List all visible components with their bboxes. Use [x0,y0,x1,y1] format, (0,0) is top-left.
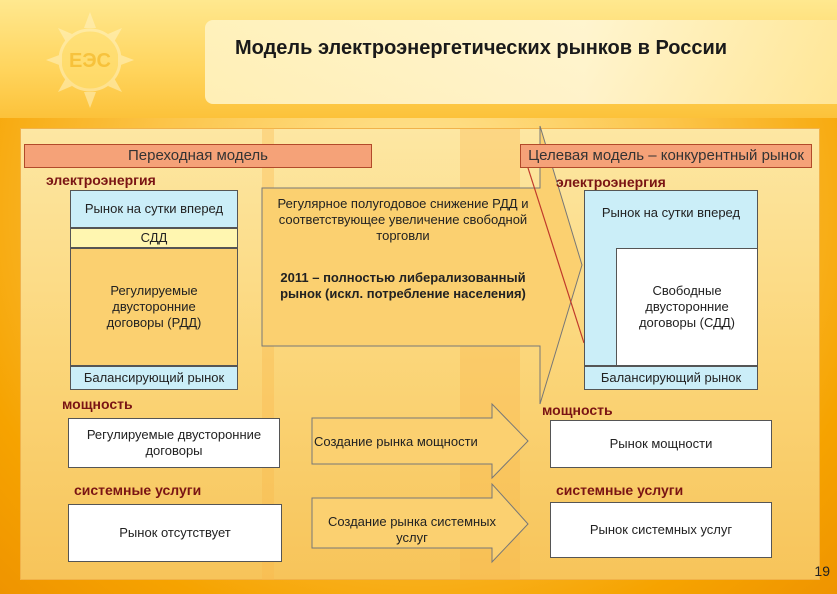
left-sdd-box: СДД [70,228,238,248]
left-regulated-contracts-box: Регулируемые двусторонние договоры (РДД) [70,248,238,366]
left-electricity-label: электроэнергия [46,172,156,188]
title-panel [205,20,837,104]
svg-text:ЕЭС: ЕЭС [69,50,111,72]
slide-title: Модель электроэнергетических рынков в Ро… [235,37,728,59]
left-capacity-label: мощность [62,396,133,412]
services-arrow [311,482,529,564]
target-model-banner: Целевая модель – конкурентный рынок [520,144,812,168]
right-capacity-box: Рынок мощности [550,420,772,468]
capacity-arrow-text: Создание рынка мощности [314,434,478,449]
right-free-contracts-box: Свободные двусторонние договоры (СДД) [616,248,758,366]
left-capacity-box: Регулируемые двусторонние договоры [68,418,280,468]
big-arrow-text-1: Регулярное полугодовое снижение РДД и со… [277,196,529,243]
transitional-model-banner: Переходная модель [24,144,372,168]
right-system-services-label: системные услуги [556,482,684,498]
right-electricity-label: электроэнергия [556,174,666,190]
left-balancing-box: Балансирующий рынок [70,366,238,390]
big-transition-arrow [261,125,583,405]
right-capacity-label: мощность [542,402,613,418]
services-arrow-text: Создание рынка системных услуг [327,514,497,545]
right-balancing-box: Балансирующий рынок [584,366,758,390]
big-arrow-text-2: 2011 – полностью либерализованный рынок … [280,270,526,301]
left-system-services-label: системные услуги [74,482,202,498]
capacity-arrow [311,402,529,480]
page-number: 19 [814,563,830,579]
right-system-services-box: Рынок системных услуг [550,502,772,558]
left-system-services-box: Рынок отсутствует [68,504,282,562]
left-day-ahead-box: Рынок на сутки вперед [70,190,238,228]
company-logo: ЕЭС [46,12,134,108]
connector-line [520,145,585,344]
